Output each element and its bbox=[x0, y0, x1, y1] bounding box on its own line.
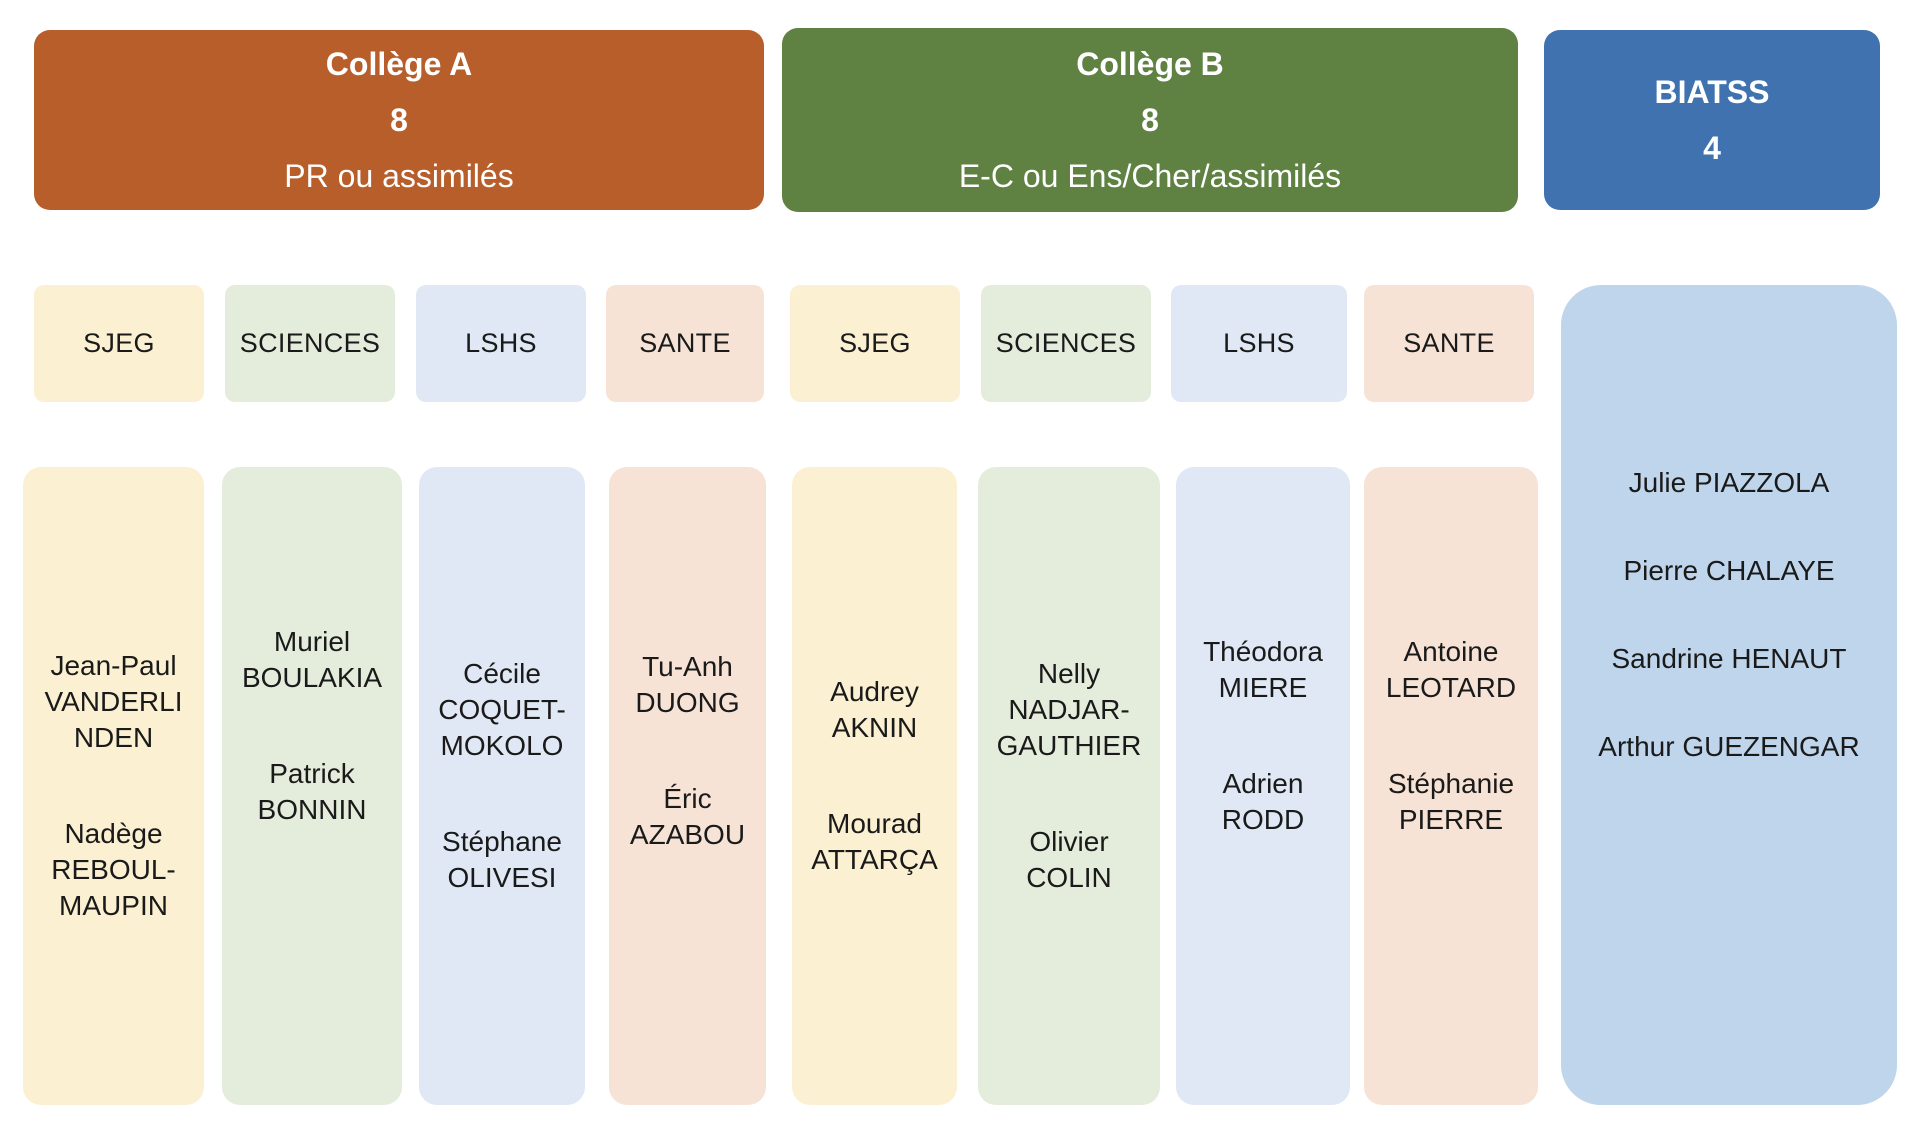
category-a-sciences: SCIENCES bbox=[225, 285, 395, 402]
member-name: Arthur GUEZENGAR bbox=[1598, 731, 1860, 762]
biatss-count: 4 bbox=[1703, 130, 1721, 166]
category-label: LSHS bbox=[1223, 328, 1295, 358]
category-a-sante: SANTE bbox=[606, 285, 764, 402]
category-a-sjeg: SJEG bbox=[34, 285, 204, 402]
member-name: Sandrine HENAUT bbox=[1611, 643, 1847, 674]
category-label: SCIENCES bbox=[239, 328, 381, 358]
category-b-sante: SANTE bbox=[1364, 285, 1534, 402]
category-label: SCIENCES bbox=[995, 328, 1137, 358]
biatss-header: BIATSS 4 bbox=[1544, 30, 1880, 210]
category-label: LSHS bbox=[465, 328, 537, 358]
college-b-title: Collège B bbox=[1076, 46, 1224, 82]
member-name: Julie PIAZZOLA bbox=[1628, 467, 1830, 498]
college-b-count: 8 bbox=[1141, 102, 1159, 138]
college-a-subtitle: PR ou assimilés bbox=[284, 158, 514, 194]
category-a-lshs: LSHS bbox=[416, 285, 586, 402]
college-b-subtitle: E-C ou Ens/Cher/assimilés bbox=[958, 158, 1342, 194]
biatss-title: BIATSS bbox=[1654, 74, 1770, 110]
college-b-header: Collège B 8 E-C ou Ens/Cher/assimilés bbox=[782, 28, 1518, 212]
category-label: SANTE bbox=[1403, 328, 1495, 358]
college-a-count: 8 bbox=[390, 102, 408, 138]
category-b-lshs: LSHS bbox=[1171, 285, 1347, 402]
category-b-sciences: SCIENCES bbox=[981, 285, 1151, 402]
category-label: SJEG bbox=[839, 328, 911, 358]
members-biatss: Julie PIAZZOLA Pierre CHALAYE Sandrine H… bbox=[1561, 285, 1897, 1105]
category-label: SJEG bbox=[83, 328, 155, 358]
member-name: Pierre CHALAYE bbox=[1623, 555, 1835, 586]
college-a-header: Collège A 8 PR ou assimilés bbox=[34, 30, 764, 210]
category-label: SANTE bbox=[639, 328, 731, 358]
college-a-title: Collège A bbox=[325, 46, 473, 82]
category-b-sjeg: SJEG bbox=[790, 285, 960, 402]
